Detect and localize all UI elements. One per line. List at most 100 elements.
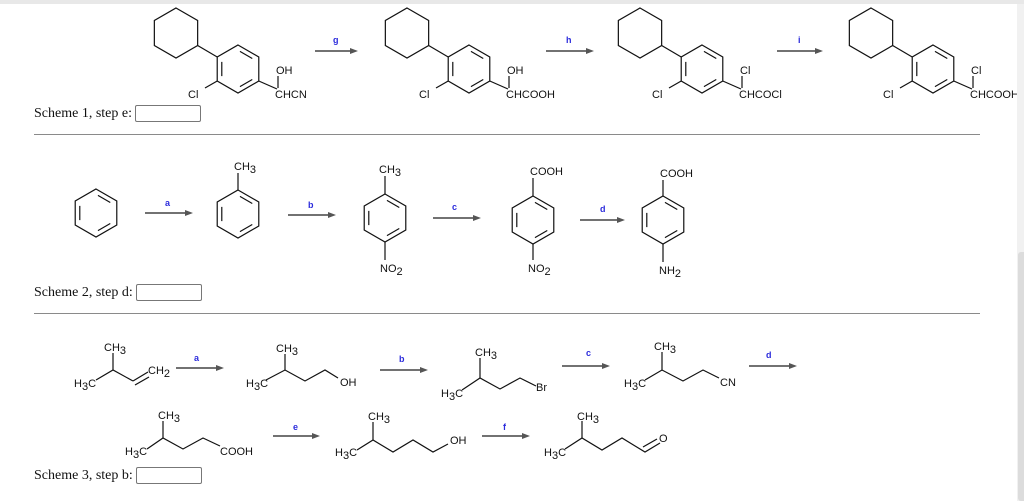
double-bond [470,50,484,60]
scheme2-answer-input[interactable] [135,284,202,301]
bond [146,437,221,450]
h3c-label: H3C [335,447,357,462]
arrow-head-icon [602,363,610,369]
scheme1-answer-input[interactable] [134,105,201,122]
cyclohexane-ring [848,7,894,59]
scrollbar-thumb[interactable] [1018,252,1024,501]
substituent-no2: NO2 [380,263,403,278]
arrow-head-icon [350,48,358,54]
scheme1-molecule-1: Cl OH CHCN [188,65,307,101]
side-chain: CHCN [275,89,307,101]
alpha-substituent: Cl [740,65,750,77]
substituent-no2: NO2 [528,263,551,278]
arrow-head-icon [815,48,823,54]
double-bond [97,194,111,204]
cyclohexane-ring [617,7,663,59]
cyclohexane-ring [384,7,430,59]
double-bond [642,438,658,448]
ring-substituent: Cl [883,89,893,101]
ring-outline [153,7,199,59]
bond [564,437,661,453]
double-bond [534,229,548,239]
bond [258,80,278,90]
step-label-d: d [600,204,606,214]
reaction-arrow [433,215,481,221]
oh-label: OH [340,377,357,389]
step-label-a: a [165,198,171,208]
double-bond [97,222,111,232]
benzene-ring [363,193,407,243]
arrow-head-icon [420,367,428,373]
arrow-head-icon [185,210,193,216]
bond [899,80,913,89]
double-bond [386,227,400,237]
o-label: O [659,433,668,445]
double-bond [664,201,678,211]
bond [489,80,509,90]
top-bar [0,0,1024,4]
benzene-ring [911,44,955,94]
scheme1-molecule-3: Cl Cl CHCOCl [652,65,782,101]
double-bond [703,78,717,88]
ring-outline [363,193,407,243]
arrow-head-icon [586,48,594,54]
alpha-substituent: OH [507,65,524,77]
double-bond [134,376,150,386]
arrow-head-icon [789,363,797,369]
h3c-label: H3C [544,447,566,462]
arrow-head-icon [328,212,336,218]
reaction-arrow [546,48,594,54]
step-label-c: c [586,348,591,358]
double-bond [934,78,948,88]
step-label-a: a [194,353,200,363]
benzene-ring [680,44,724,94]
ring-outline [848,7,894,59]
ring-outline [384,7,430,59]
benzene-ring [74,188,118,238]
bond [722,80,742,90]
ch3-label: CH3 [577,411,599,426]
step-label-g: g [333,35,339,45]
reaction-arrow [777,48,823,54]
divider [34,134,980,135]
bond [661,44,682,58]
reaction-arrow [288,212,336,218]
arrow-head-icon [216,365,224,371]
substituent-nh2: NH2 [659,265,681,280]
benzene-ring [447,44,491,94]
benzene-ring [511,195,555,245]
reaction-arrow [380,367,428,373]
reaction-arrow [562,363,610,369]
arrows-layer [145,48,823,439]
rings-layer [74,7,974,262]
ch3-label: CH3 [158,410,180,425]
h3c-label: H3C [441,388,463,403]
cyclohexane-ring [153,7,199,59]
ring-outline [617,7,663,59]
double-bond [934,50,948,60]
ring-outline [641,195,685,245]
side-chain: CHCOOH [970,89,1019,101]
ch2-label: CH2 [148,365,170,380]
scheme2: CH3 CH3 NO2 COOH NO2 COOH NH2 a b c d [165,161,693,280]
double-bond [664,229,678,239]
ch3-label: CH3 [475,347,497,362]
benzene-ring [216,44,260,94]
arrow-head-icon [473,215,481,221]
substituent-ch3: CH3 [234,161,256,176]
substituent-cooh: COOH [660,168,693,180]
reaction-arrow [176,365,224,371]
bond [461,377,537,391]
scheme1: Cl OH CHCN Cl OH CHCOOH Cl Cl CHCOCl Cl … [188,35,1019,101]
reaction-arrow [580,217,625,223]
reaction-arrow [315,48,358,54]
scheme3-answer-input[interactable] [135,467,202,484]
benzene-ring [641,195,685,245]
bond [644,369,720,382]
scheme2-question-label: Scheme 2, step d: [34,284,133,300]
ring-outline [511,195,555,245]
scheme1-molecule-4: Cl Cl CHCOOH [883,65,1019,101]
bond [265,369,339,382]
ring-substituent: Cl [652,89,662,101]
